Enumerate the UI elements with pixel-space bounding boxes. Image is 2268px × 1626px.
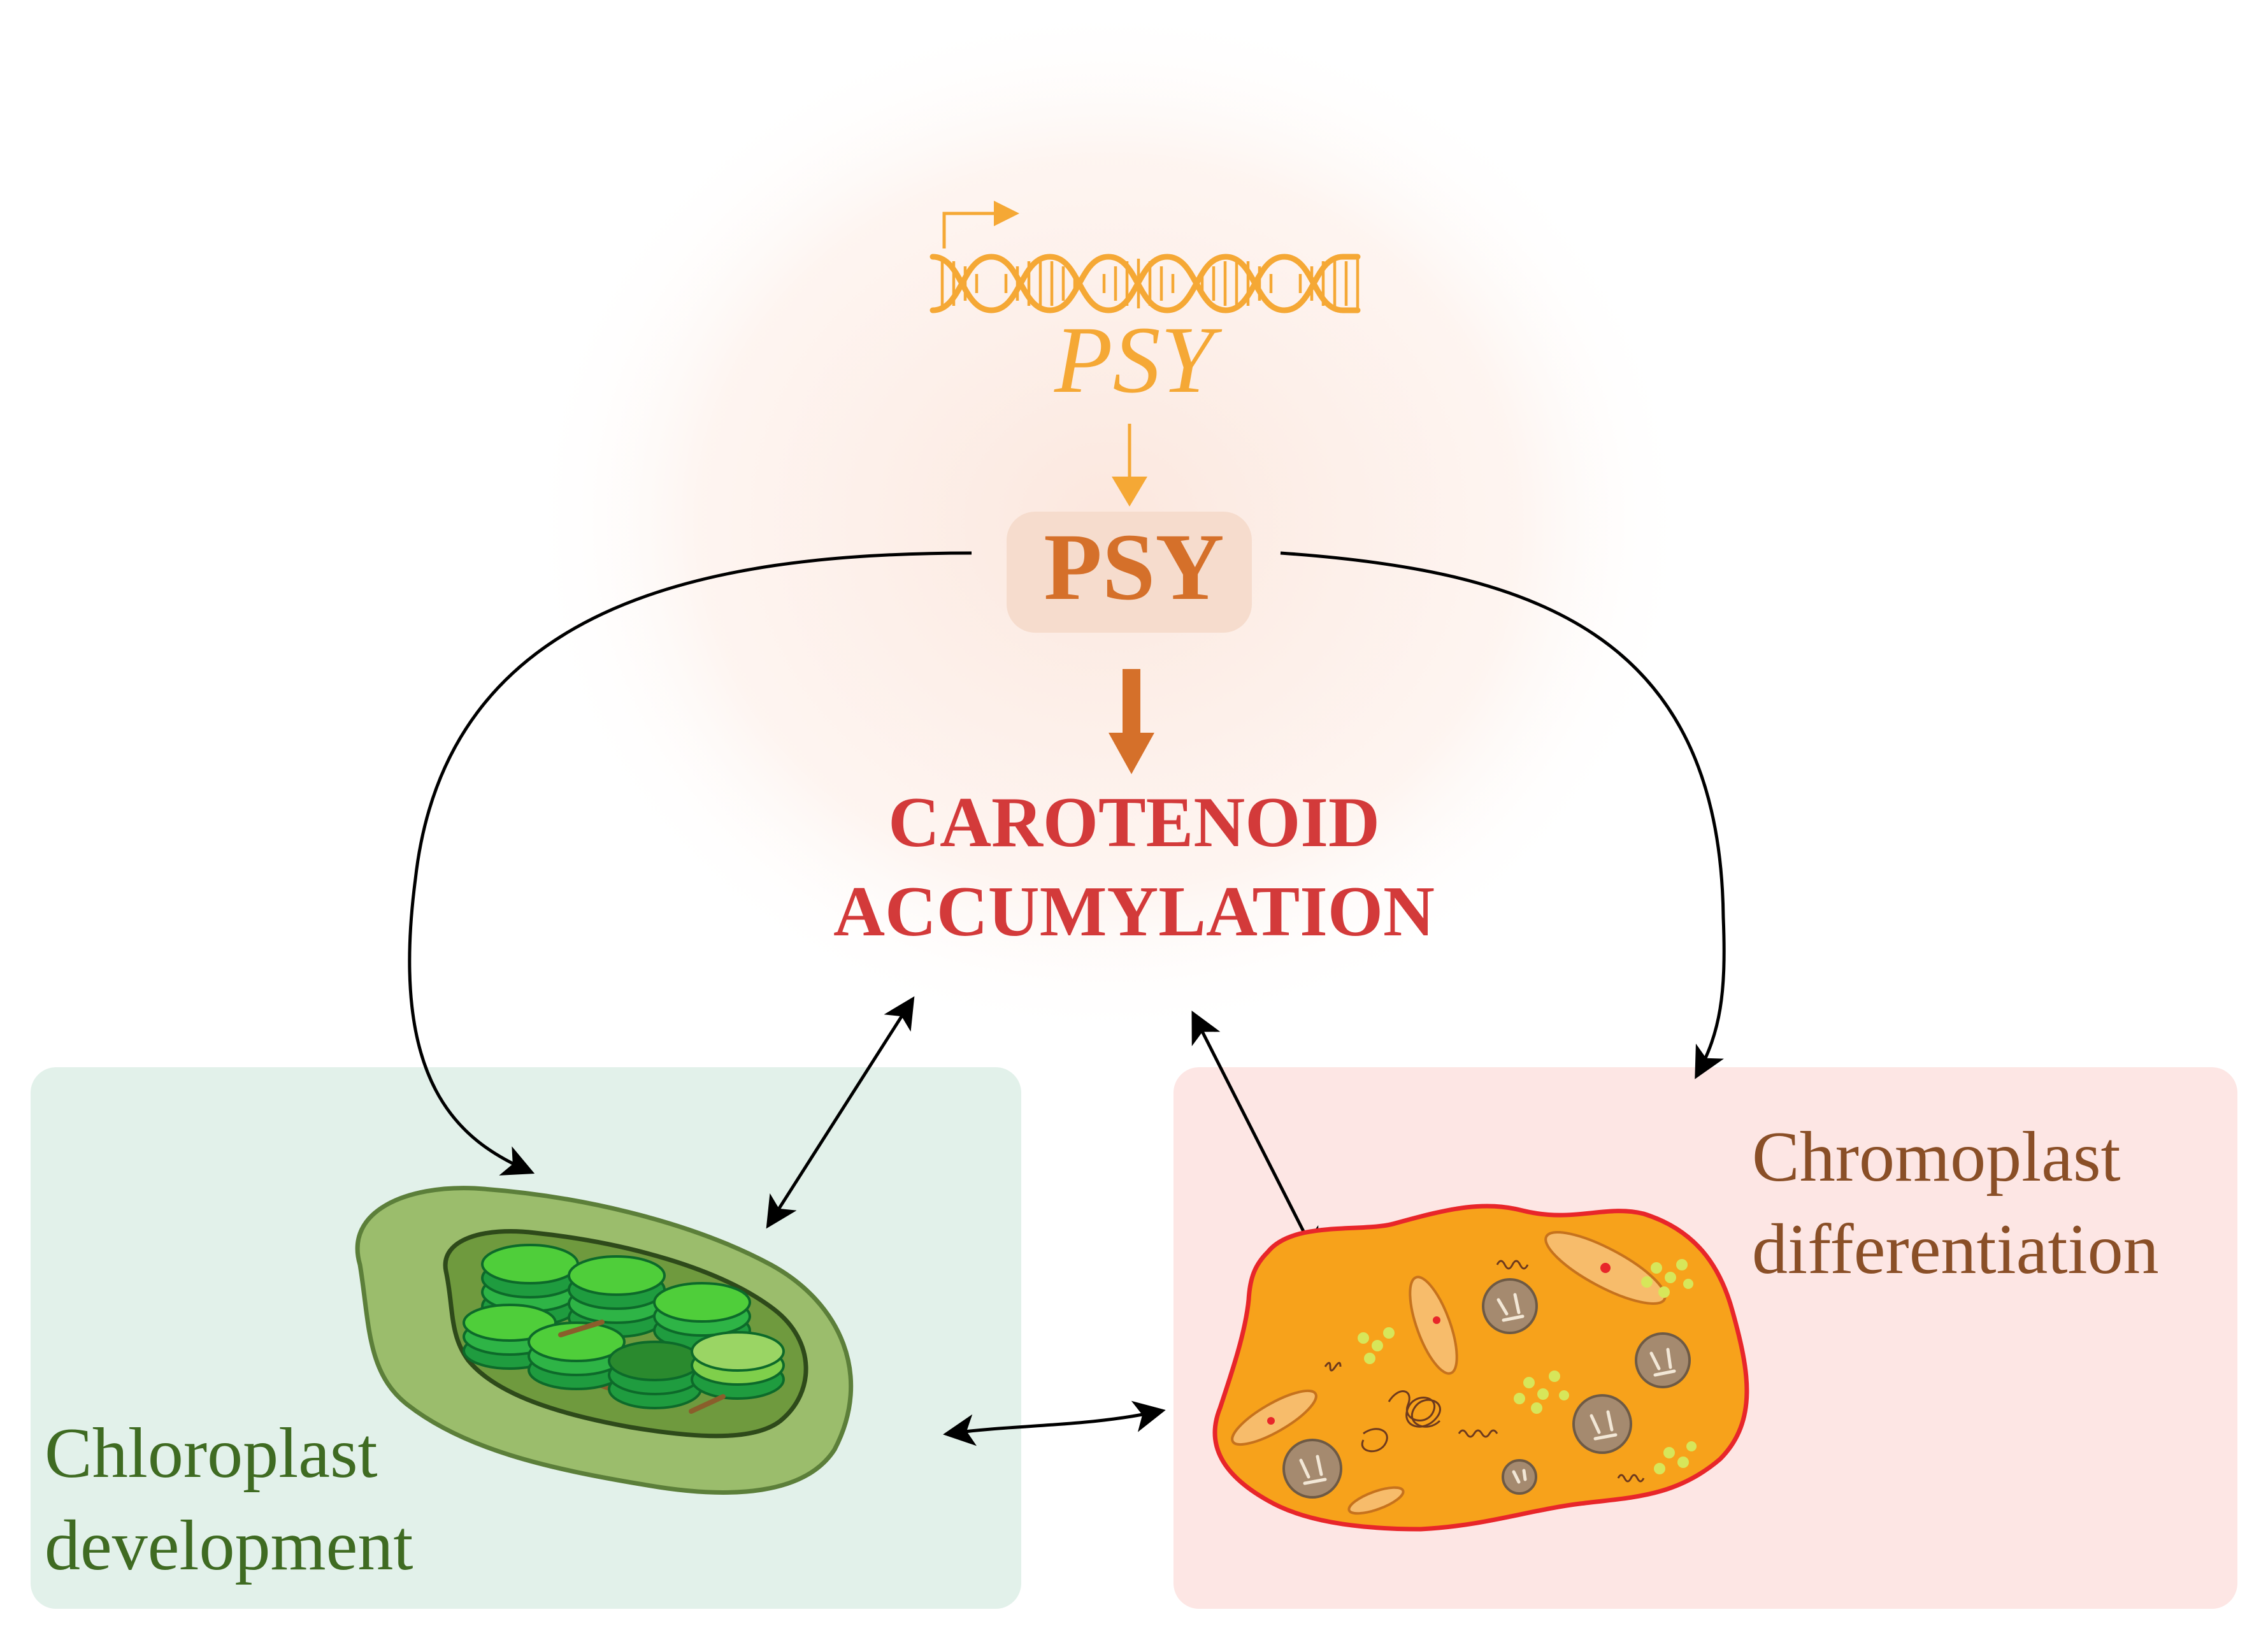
chloroplast-label-line2: development xyxy=(45,1506,413,1585)
chromoplast-label-line2: differentiation xyxy=(1752,1210,2159,1289)
chromoplast-illustration xyxy=(1212,1204,1749,1532)
psy-to-chromoplast-arrow xyxy=(1280,551,1726,1079)
accumulation-chromoplast-double-arrow xyxy=(1191,1011,1319,1261)
psy-to-chloroplast-arrow xyxy=(408,551,972,1176)
carotenoid-accumulation-label-line1: CAROTENOID xyxy=(888,783,1380,862)
accumulation-arrow xyxy=(1109,669,1154,774)
chloroplast-label-line1: Chloroplast xyxy=(45,1414,378,1493)
translation-arrow xyxy=(1112,424,1147,507)
carotenoid-accumulation-label-line2: ACCUMYLATION xyxy=(833,872,1435,951)
chloroplast-illustration xyxy=(355,1186,854,1495)
chloroplast-chromoplast-double-arrow xyxy=(943,1400,1166,1446)
psy-protein-box xyxy=(1007,512,1252,633)
psy-gene-label: PSY xyxy=(1054,307,1214,413)
accumulation-chloroplast-double-arrow xyxy=(766,996,915,1229)
chromoplast-label-line1: Chromoplast xyxy=(1752,1118,2121,1197)
transcription-start-icon xyxy=(942,201,1019,248)
psy-protein-label: PSY xyxy=(1044,514,1224,620)
dna-helix-icon xyxy=(929,254,1361,313)
